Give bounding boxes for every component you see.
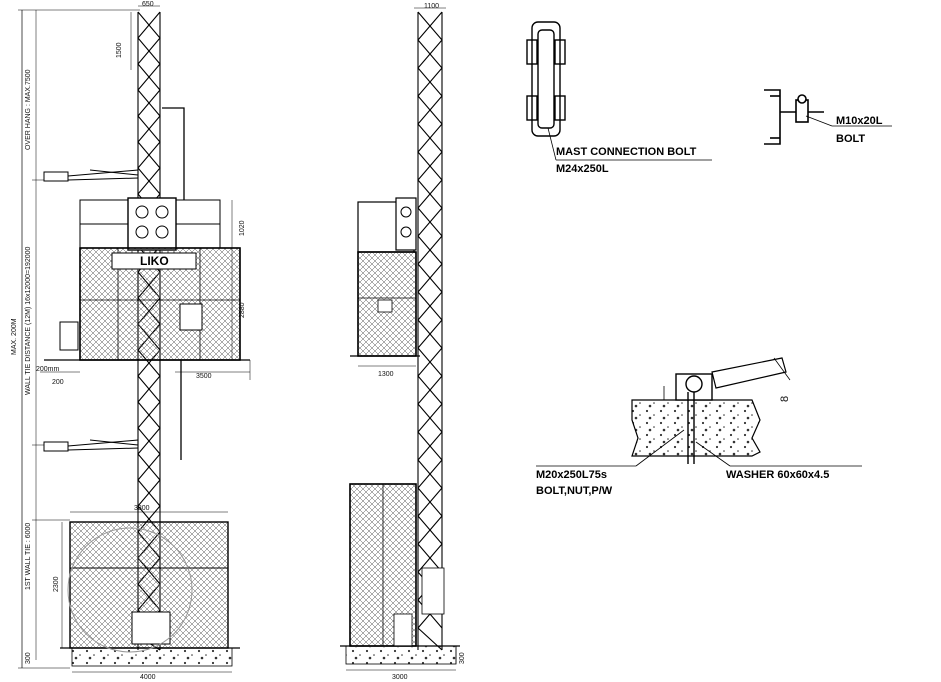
channel-bolt-label-line1: M10x20L [836,115,883,127]
dim-fence-width: 3800 [134,505,150,512]
upper-wall-tie [43,169,139,182]
dim-tie-200mm: 200mm [36,366,60,373]
anchor-bolt-detail [536,357,862,467]
dim-side-base-height: 300 [459,652,466,664]
mast-bolt-label-line1: MAST CONNECTION BOLT [556,146,697,158]
dim-tie-200: 200 [52,379,64,386]
dim-wall-tie-distance: WALL TIE DISTANCE (12M) 16x12000=192000 [25,246,32,395]
dim-base-height: 300 [25,652,32,664]
brand-label: LIKO [140,254,169,268]
anchor-bolt-label-line2: BOLT,NUT,P/W [536,485,613,497]
anchor-angle-label: 8 [779,396,791,402]
channel-bolt-detail [764,89,892,145]
left-cage [44,247,250,361]
middle-mast [417,11,443,651]
lower-wall-tie [43,439,139,452]
dim-cage-top: 1020 [239,220,246,236]
dim-base-width: 4000 [140,674,156,681]
middle-view-dimensions: 1100 1300 3000 300 [378,3,466,681]
left-base-fence [60,521,240,667]
dim-top-height: 1500 [116,42,123,58]
dim-first-wall-tie: 1ST WALL TIE : 6000 [25,523,32,590]
dim-side-base-width: 3000 [392,674,408,681]
washer-label: WASHER 60x60x4.5 [726,469,829,481]
dim-fence-height: 2300 [53,576,60,592]
dim-reach-3500: 3500 [196,373,212,380]
drive-unit [79,197,221,251]
dim-cage-height: 2880 [239,302,246,318]
channel-bolt-label-line2: BOLT [836,133,865,145]
left-view-dimensions: 650 1500 OVER HANG : MAX.7500 MAX. 200M … [11,1,246,681]
anchor-bolt-label-line1: M20x250L75s [536,469,607,481]
side-elevation-view [340,7,460,671]
dim-side-cage-width: 1300 [378,371,394,378]
dim-mast-width: 1100 [424,3,439,10]
dim-overhang: OVER HANG : MAX.7500 [25,69,32,150]
mast-bolt-label-line2: M24x250L [556,163,609,175]
mast-bolt-detail [526,21,712,161]
left-elevation-view: LIKO [18,5,251,673]
dim-top-width: 650 [142,1,154,8]
dim-max-height: MAX. 200M [11,318,18,355]
